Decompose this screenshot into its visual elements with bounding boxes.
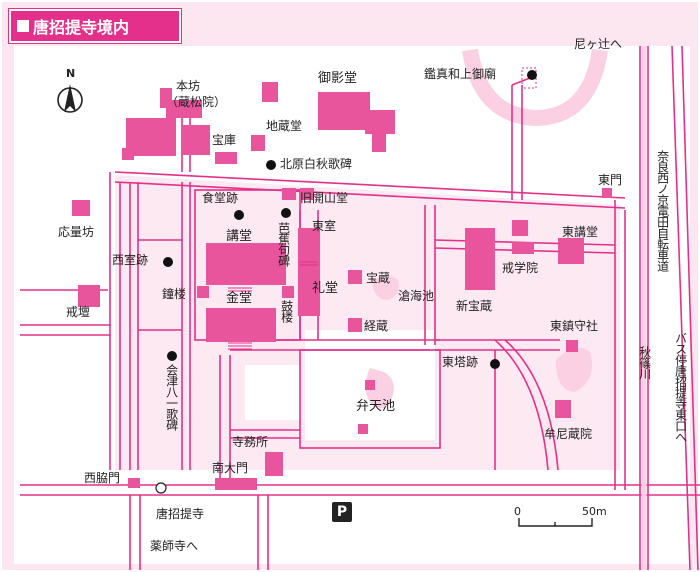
hozo-building — [215, 152, 237, 164]
title-text: 唐招提寺境内 — [33, 18, 130, 37]
buildings — [72, 82, 612, 490]
mieido-building — [318, 92, 370, 130]
label-toshodaiji: 唐招提寺 — [156, 507, 205, 521]
label-ganjin-byo: 鑑真和上御廟 — [424, 67, 497, 81]
bus-stop-marker — [155, 482, 167, 494]
higashimon-building — [602, 188, 612, 198]
label-kyukaisan: 旧開山堂 — [300, 191, 349, 205]
cycle-road — [639, 45, 699, 571]
label-yakushiji: 薬師寺へ — [150, 539, 199, 553]
label-hozo2: 宝蔵 — [366, 271, 391, 285]
scale-max: 50m — [582, 505, 607, 518]
map-title: 唐招提寺境内 — [9, 9, 181, 43]
label-mieido: 御影堂 — [318, 71, 358, 86]
label-basho: 芭蕉句碑 — [276, 222, 291, 266]
roads — [20, 77, 700, 496]
nandaimon-building — [215, 478, 257, 490]
label-tototo: 東塔跡 — [442, 355, 479, 369]
bentenike-pond — [365, 368, 394, 409]
parking-icon: P — [332, 502, 352, 522]
label-higashikodo: 東講堂 — [562, 225, 599, 239]
label-zoshoin: （蔵松院） — [166, 95, 227, 109]
label-amagatsuji: 尼ヶ辻へ — [574, 37, 623, 51]
kaidan-building — [78, 285, 100, 307]
east-pond — [555, 347, 593, 392]
label-higashimuro: 東室 — [312, 219, 337, 233]
label-sokaichi: 滄海池 — [398, 289, 435, 303]
label-higashimon: 東門 — [598, 173, 623, 187]
kaigakuin-building — [512, 220, 528, 236]
jimusho-building — [265, 452, 283, 476]
label-hozo: 宝庫 — [212, 133, 237, 147]
label-akishino: 秋篠川 — [637, 346, 652, 379]
oryobo-building — [72, 200, 90, 216]
shinhozo-building — [465, 228, 495, 290]
stairs — [228, 261, 318, 350]
kondo-building — [206, 308, 276, 342]
south-roads — [129, 495, 269, 570]
label-aizu: 会津八一歌碑 — [164, 364, 179, 430]
shoro-building — [197, 286, 209, 298]
jizodo-building — [251, 135, 265, 151]
label-kaigakuin: 戒学院 — [502, 261, 539, 275]
kodo-building — [206, 243, 286, 285]
label-koro: 鼓楼 — [279, 300, 294, 322]
higashikodo-building — [558, 238, 584, 264]
landmark-dots — [163, 70, 537, 369]
hozo2-building — [348, 270, 362, 284]
sokaichi-pond — [372, 275, 399, 300]
kyukaisan-building — [300, 188, 314, 200]
label-kondo: 金堂 — [226, 291, 253, 306]
label-nandaimon: 南大門 — [212, 461, 249, 475]
munion-building — [555, 400, 571, 418]
label-raido: 礼堂 — [312, 281, 339, 296]
label-nishiwakimon: 西脇門 — [84, 471, 121, 485]
label-bentenike: 弁天池 — [356, 399, 396, 414]
nishiwakimon-building — [128, 478, 140, 488]
label-kaidan: 戒壇 — [66, 305, 91, 319]
koro-building — [282, 286, 294, 298]
label-kodo: 講堂 — [226, 229, 253, 244]
label-shoro: 鐘楼 — [162, 287, 187, 301]
label-higashichinju: 東鎮守社 — [550, 319, 599, 333]
compass-icon — [57, 84, 83, 113]
label-kyozo: 経蔵 — [364, 319, 389, 333]
honbo-building — [126, 118, 176, 156]
compass-label: N — [66, 67, 76, 80]
label-honbo: 本坊 — [176, 79, 201, 93]
label-jimusho: 寺務所 — [232, 435, 269, 449]
label-oryobo: 応量坊 — [58, 225, 95, 239]
label-munion: 牟尼蔵院 — [544, 427, 593, 441]
label-kitahara: 北原白秋歌碑 — [280, 157, 353, 171]
higashichinju-building — [566, 340, 578, 352]
label-bus-stop: バス停唐招提寺東口へ — [673, 332, 688, 442]
label-jikido: 食堂跡 — [202, 191, 239, 205]
label-shinhozo: 新宝蔵 — [456, 299, 493, 313]
label-jizodo: 地蔵堂 — [266, 119, 303, 133]
kyozo-building — [348, 318, 362, 332]
scale-zero: 0 — [514, 505, 521, 518]
label-nara-road: 奈良西ノ京電田自転車道 — [655, 150, 670, 271]
scale-bar — [518, 518, 593, 527]
title-square-icon — [17, 20, 29, 32]
mausoleum-moat — [462, 48, 608, 127]
higashimuro-building — [298, 228, 320, 316]
label-nishimuro: 西室跡 — [112, 253, 149, 267]
